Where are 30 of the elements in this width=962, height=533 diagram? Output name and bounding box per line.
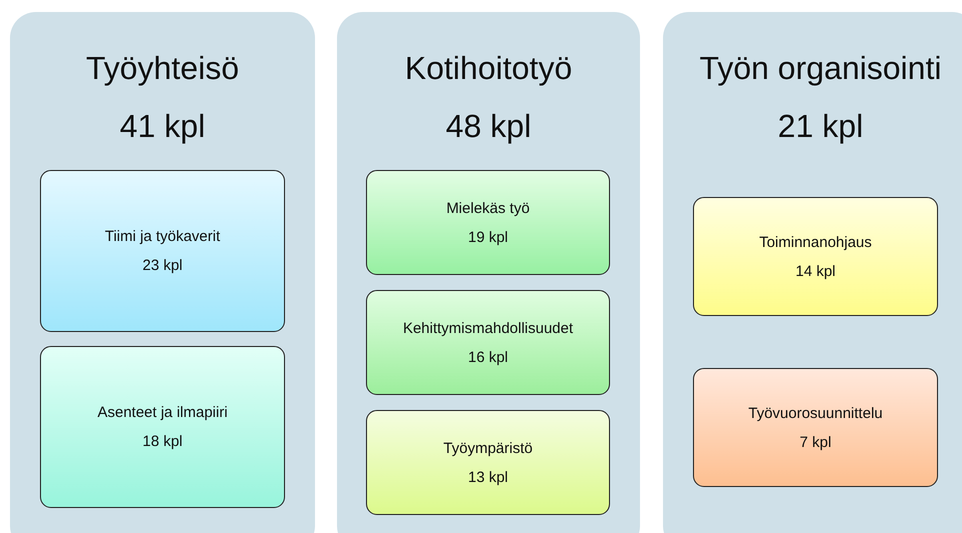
subcategory-box bbox=[366, 290, 610, 395]
count-label: 13 kpl bbox=[468, 468, 508, 486]
subcategory-box bbox=[366, 170, 610, 275]
subcategory-label: Työympäristö bbox=[443, 440, 533, 456]
subcategory-label: Toiminnanohjaus bbox=[759, 234, 872, 250]
count-label: 18 kpl bbox=[142, 433, 183, 450]
subcategory-label: Mielekäs työ bbox=[446, 200, 530, 216]
count-label: 21 kpl bbox=[776, 108, 864, 145]
count-label: 23 kpl bbox=[142, 257, 183, 274]
count-label: 16 kpl bbox=[468, 348, 508, 366]
subcategory-box bbox=[693, 368, 938, 487]
count-label: 19 kpl bbox=[468, 228, 508, 246]
count-label: 41 kpl bbox=[118, 108, 206, 145]
subcategory-label: Työvuorosuunnittelu bbox=[748, 404, 883, 422]
category-panel bbox=[337, 12, 640, 533]
subcategory-box bbox=[366, 410, 610, 515]
count-label: 7 kpl bbox=[800, 434, 832, 450]
count-label: 48 kpl bbox=[444, 108, 532, 145]
category-panel bbox=[10, 12, 315, 533]
category-title: Työyhteisö bbox=[85, 50, 240, 87]
subcategory-label: Tiimi ja työkaverit bbox=[104, 228, 220, 245]
subcategory-box bbox=[40, 170, 285, 332]
count-label: 14 kpl bbox=[795, 262, 836, 280]
subcategory-box bbox=[693, 197, 938, 316]
category-panel bbox=[663, 12, 962, 533]
category-title: Kotihoitotyö bbox=[404, 50, 574, 87]
subcategory-label: Kehittymismahdollisuudet bbox=[402, 320, 574, 336]
subcategory-label: Asenteet ja ilmapiiri bbox=[97, 404, 228, 421]
subcategory-box bbox=[40, 346, 285, 508]
category-title: Työn organisointi bbox=[698, 50, 942, 87]
